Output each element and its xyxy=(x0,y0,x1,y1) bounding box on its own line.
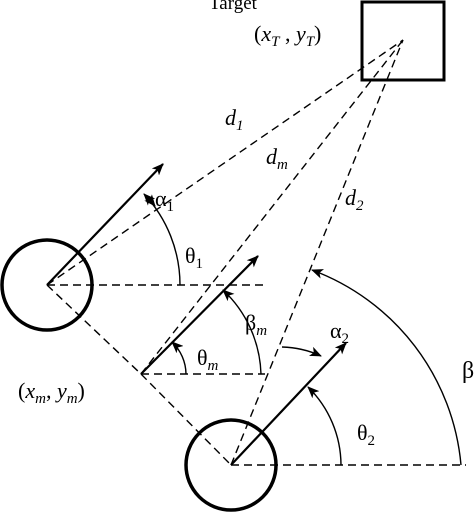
robot1-to-mid-line xyxy=(46,284,142,375)
alpha2-label: α2 xyxy=(330,318,349,347)
target-title: Target xyxy=(209,0,258,14)
theta2-arc xyxy=(307,386,342,466)
beta-m-label: βm xyxy=(245,310,267,339)
robot2-heading-arrow xyxy=(230,342,347,466)
theta1-arc xyxy=(143,193,181,286)
dm-line xyxy=(140,39,404,375)
d1-line xyxy=(46,39,404,286)
theta-m-arc xyxy=(171,341,187,375)
theta1-label: θ1 xyxy=(185,243,203,272)
beta-right-arc xyxy=(311,269,462,466)
mid-heading-arrow xyxy=(140,255,259,375)
robot1-heading-arrow xyxy=(46,163,164,286)
alpha1-label: α1 xyxy=(155,186,174,215)
dm-label: dm xyxy=(266,144,288,173)
d2-line xyxy=(230,39,404,466)
midpoint-coordinate-label: (xm, ym) xyxy=(18,378,85,407)
target-coordinate-label: (xT , yT) xyxy=(254,21,321,50)
beta-right-label: β xyxy=(462,358,474,384)
d2-label: d2 xyxy=(345,185,364,214)
alpha2-arc xyxy=(281,346,322,357)
d1-label: d1 xyxy=(225,105,244,134)
mid-to-robot2-line xyxy=(140,373,232,466)
target-box xyxy=(360,0,446,82)
theta2-label: θ2 xyxy=(357,420,375,449)
beta-m-arc xyxy=(222,289,262,375)
theta-m-label: θm xyxy=(197,345,219,374)
